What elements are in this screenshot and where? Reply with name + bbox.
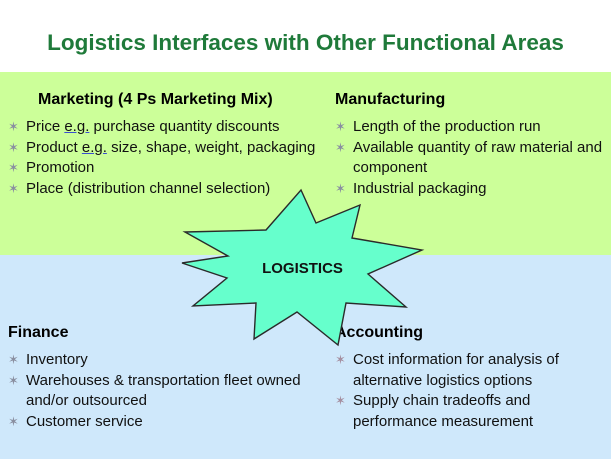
list-item: ✶Price e.g. purchase quantity discounts (8, 117, 328, 138)
star-bullet-icon: ✶ (8, 180, 19, 196)
star-bullet-icon: ✶ (8, 139, 19, 155)
finance-section: Finance ✶Inventory ✶Warehouses & transpo… (8, 324, 328, 432)
eg-link[interactable]: e.g. (64, 118, 90, 135)
list-item: ✶Product e.g. size, shape, weight, packa… (8, 138, 328, 159)
list-item: ✶Industrial packaging (335, 179, 605, 200)
manufacturing-section: Manufacturing ✶Length of the production … (335, 91, 605, 199)
manufacturing-list: ✶Length of the production run ✶Available… (335, 117, 605, 199)
accounting-list: ✶Cost information for analysis of altern… (335, 350, 605, 432)
list-item: ✶Length of the production run (335, 117, 605, 138)
star-bullet-icon: ✶ (8, 352, 19, 367)
finance-list: ✶Inventory ✶Warehouses & transportation … (8, 350, 328, 432)
starburst-icon (181, 188, 425, 347)
list-item: ✶Supply chain tradeoffs and performance … (335, 392, 534, 430)
list-item: ✶Warehouses & transportation fleet owned… (8, 371, 301, 410)
marketing-section: Marketing (4 Ps Marketing Mix) ✶Price e.… (8, 91, 328, 199)
marketing-heading: Marketing (4 Ps Marketing Mix) (38, 91, 273, 108)
list-item: ✶Customer service (8, 412, 328, 433)
eg-link[interactable]: e.g. (81, 138, 107, 156)
list-item: ✶Place (distribution channel selection) (8, 179, 328, 200)
list-item: ✶Cost information for analysis of altern… (335, 351, 559, 389)
star-bullet-icon: ✶ (8, 413, 19, 429)
star-bullet-icon: ✶ (335, 393, 346, 408)
list-item: ✶Inventory (8, 350, 328, 371)
list-item: ✶Promotion (8, 158, 328, 179)
star-bullet-icon: ✶ (8, 372, 19, 388)
star-bullet-icon: ✶ (335, 352, 346, 367)
star-bullet-icon: ✶ (335, 139, 346, 155)
star-bullet-icon: ✶ (335, 180, 346, 196)
star-bullet-icon: ✶ (8, 119, 19, 134)
manufacturing-heading: Manufacturing (335, 91, 446, 108)
list-item: ✶Available quantity of raw material and … (335, 138, 603, 177)
slide-title: Logistics Interfaces with Other Function… (47, 30, 564, 55)
finance-heading: Finance (8, 324, 69, 341)
star-bullet-icon: ✶ (8, 160, 19, 175)
accounting-heading: Accounting (335, 324, 423, 341)
star-bullet-icon: ✶ (335, 119, 346, 134)
logistics-label: LOGISTICS (262, 260, 343, 277)
accounting-section: Accounting ✶Cost information for analysi… (335, 324, 605, 432)
marketing-list: ✶Price e.g. purchase quantity discounts … (8, 117, 328, 199)
